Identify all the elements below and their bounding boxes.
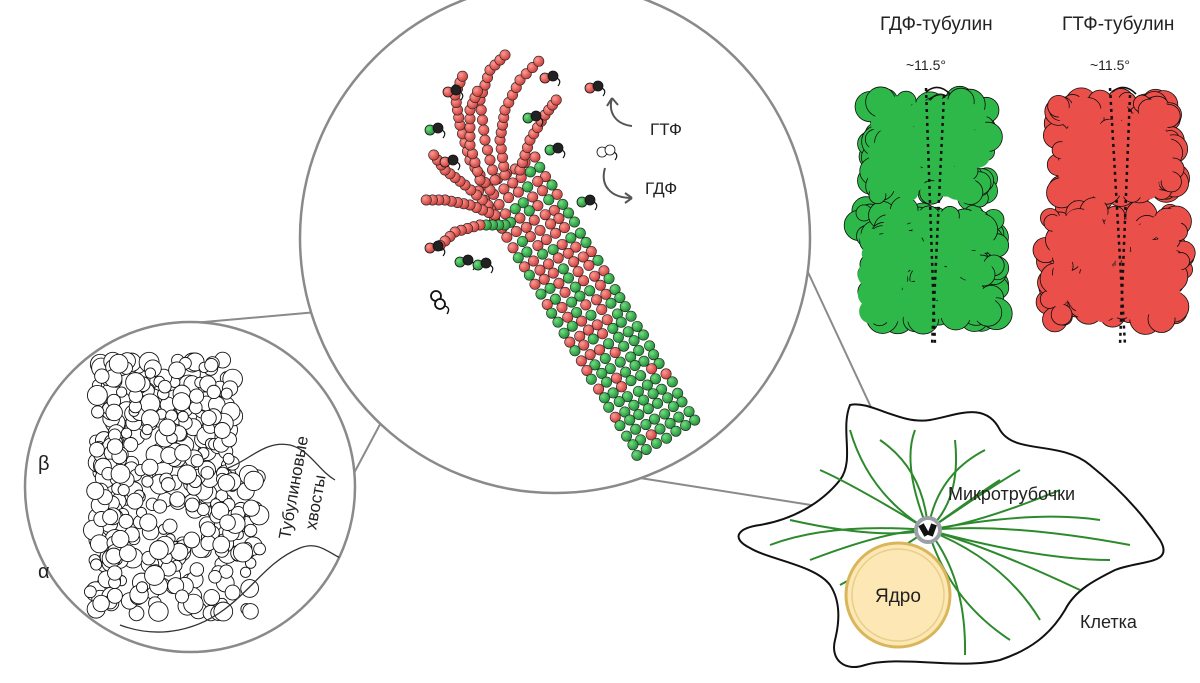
free-tubulin-dimers <box>424 70 618 274</box>
gtp-tubulin-panel: ГТФ-тубулин ~11.5° <box>1032 14 1196 346</box>
gtp-tubulin-title: ГТФ-тубулин <box>1062 14 1174 35</box>
microtubules-label: Микротрубочки <box>948 484 1075 504</box>
beta-subunit-label: β <box>38 453 50 475</box>
microtubule-zoom-circle: ГТФ ГДФ <box>298 0 812 495</box>
tubulin-dimer-zoom-circle: β α Тубулиновые хвосты <box>23 320 357 654</box>
tubulin-tail-alpha <box>119 545 346 633</box>
nucleus-label: Ядро <box>875 586 921 607</box>
cell-label: Клетка <box>1080 612 1138 632</box>
gdp-tubulin-title: ГДФ-тубулин <box>880 14 993 35</box>
single-dimer-marker <box>430 290 450 315</box>
gtp-exchange-arrow <box>602 97 633 204</box>
gdp-tubulin-surface <box>843 85 1013 335</box>
gtp-label: ГТФ <box>650 120 682 139</box>
microtubule-lattice <box>420 49 701 461</box>
gdp-label: ГДФ <box>645 179 677 198</box>
cell-diagram: Ядро Микротрубочки Клетка <box>737 403 1165 668</box>
tubulin-tail-beta <box>227 443 336 481</box>
gdp-angle-label: ~11.5° <box>906 57 946 73</box>
nucleus <box>844 541 952 649</box>
centrosome <box>914 516 942 544</box>
alpha-subunit-label: α <box>38 561 50 583</box>
cell-microtubules <box>769 429 1131 656</box>
tubulin-dimer-structure <box>83 351 270 622</box>
gtp-angle-label: ~11.5° <box>1090 57 1130 73</box>
gdp-tubulin-panel: ГДФ-тубулин ~11.5° <box>843 14 1013 346</box>
gtp-tubulin-surface <box>1032 87 1196 335</box>
